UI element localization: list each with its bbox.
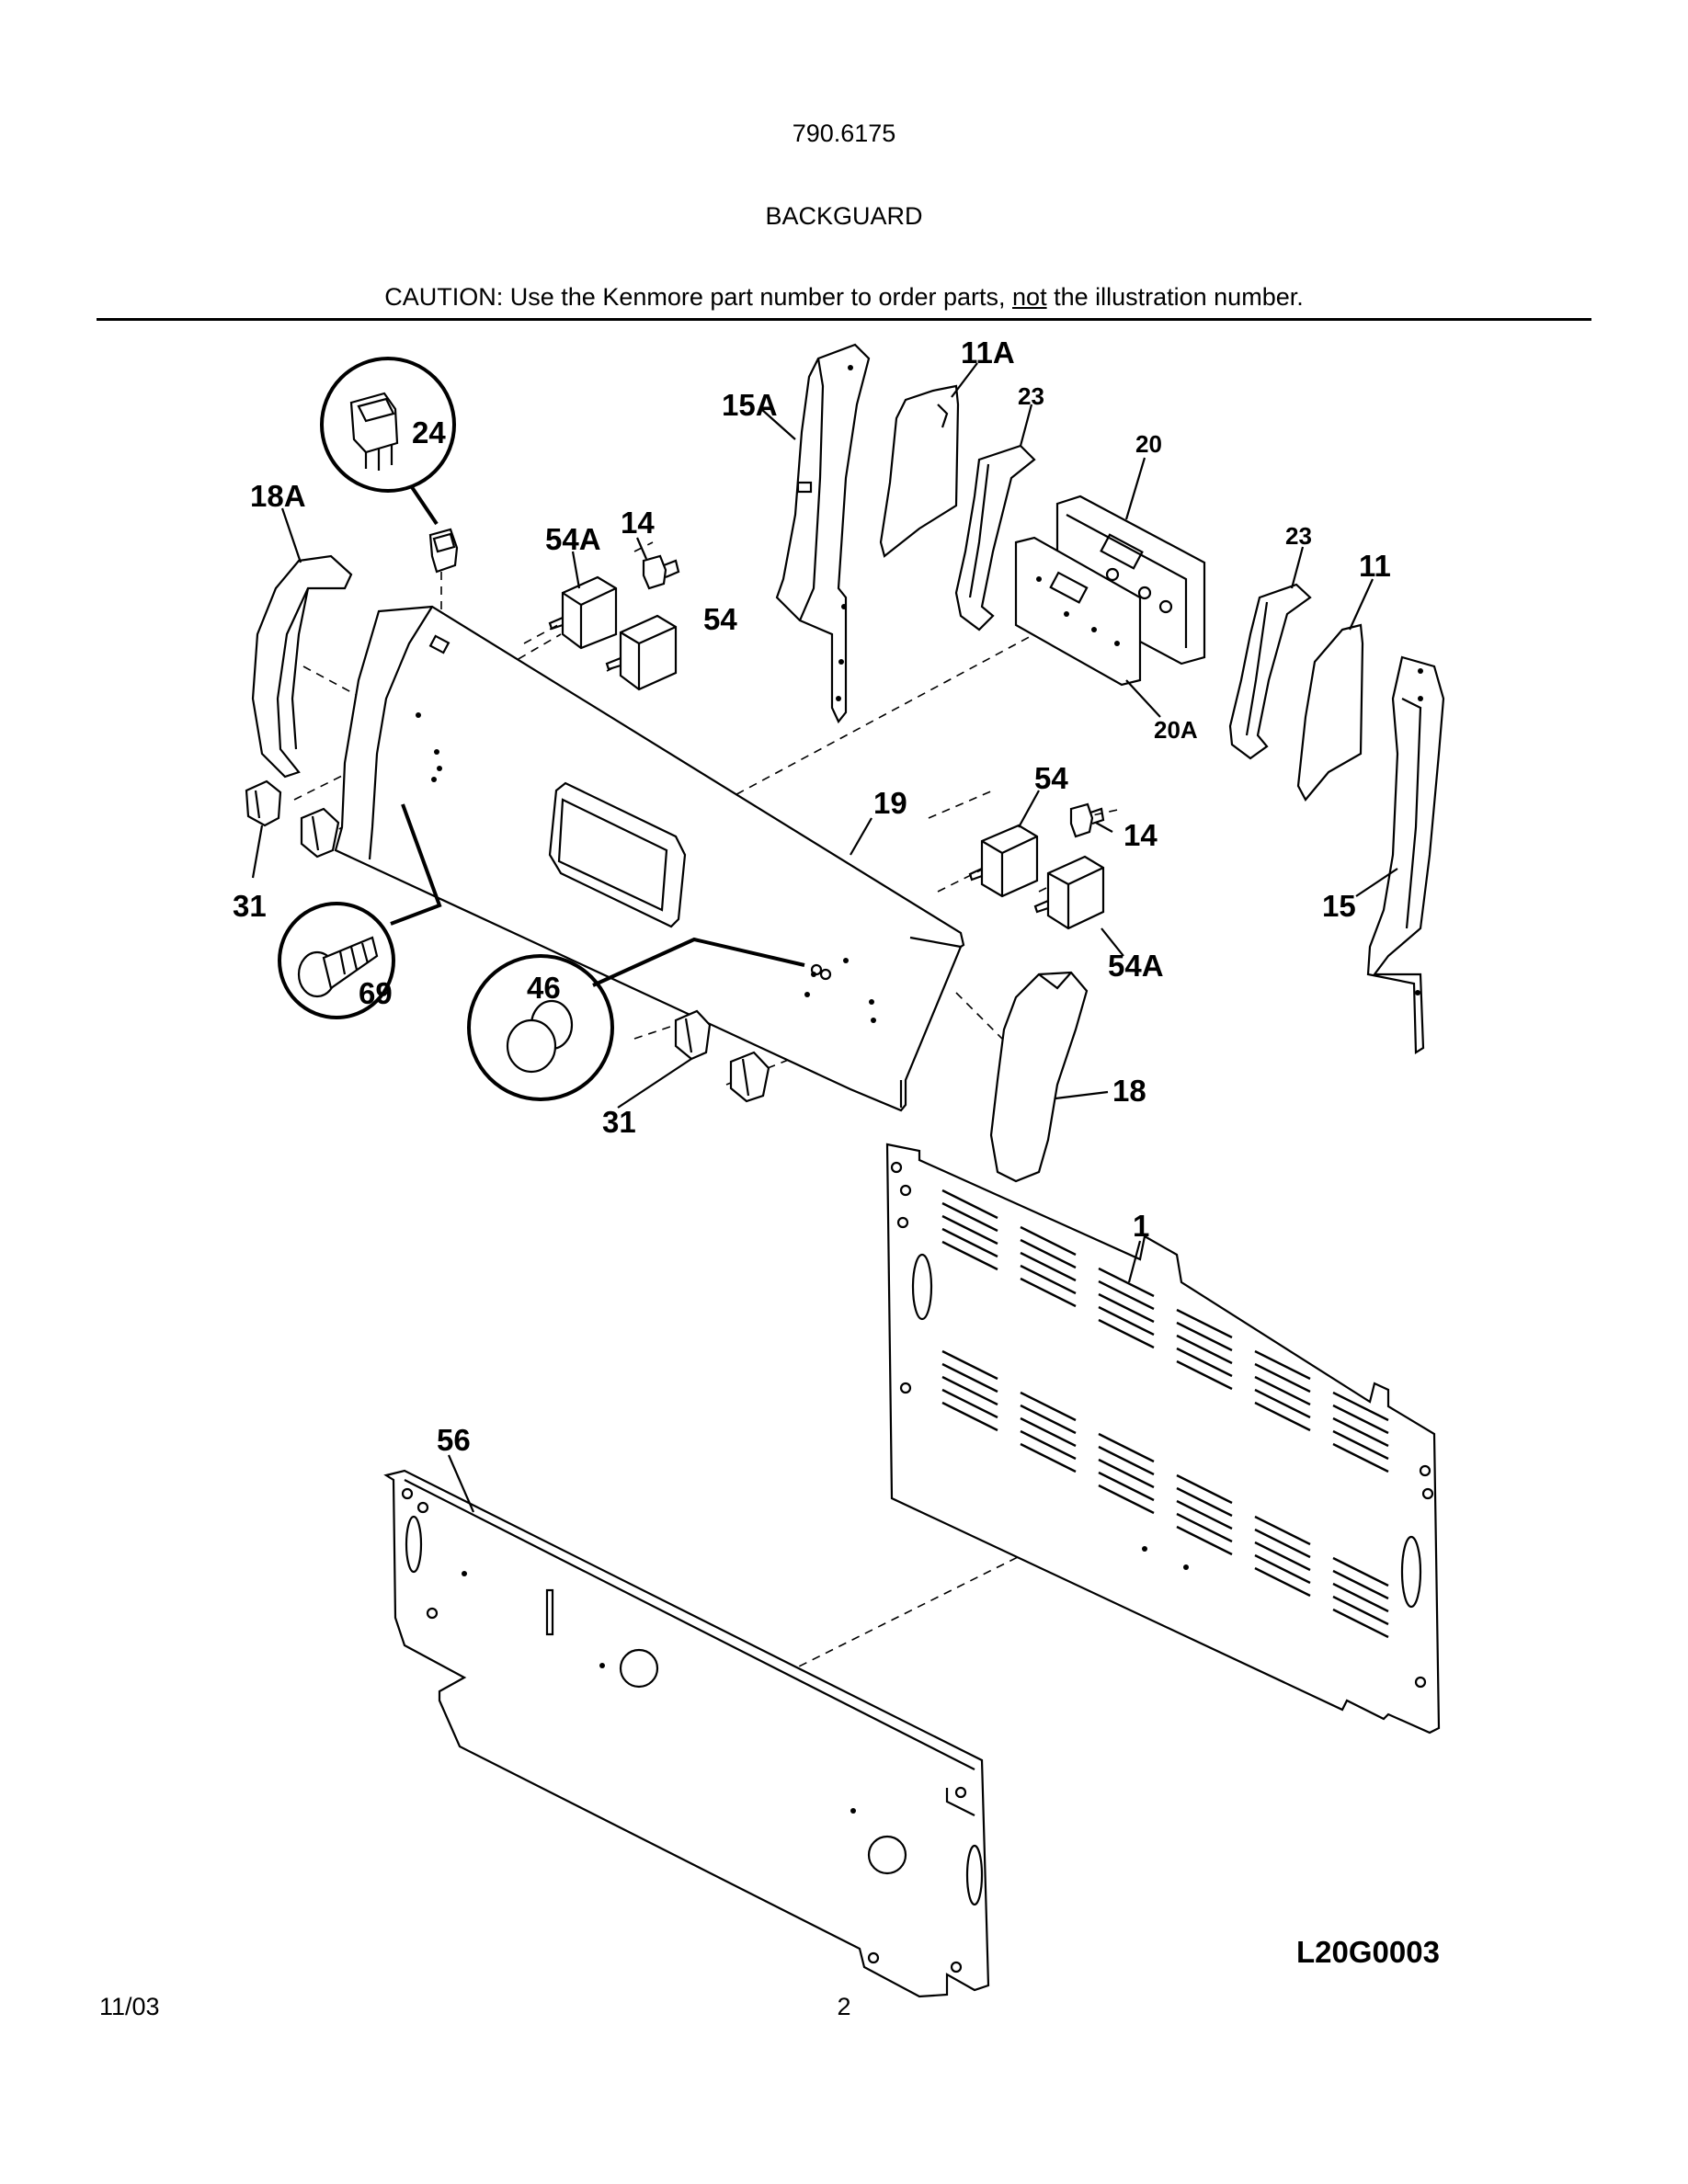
callout-14-right: 14 xyxy=(1123,818,1158,852)
part-69-screw xyxy=(278,803,442,1019)
callout-11a: 11A xyxy=(961,336,1015,370)
callout-1: 1 xyxy=(1133,1209,1149,1243)
callout-31-bottom: 31 xyxy=(602,1105,636,1139)
caution-suffix: the illustration number. xyxy=(1046,283,1304,311)
part-15-side-trim-right xyxy=(1366,655,1445,1054)
part-11a-side-bracket-left xyxy=(879,384,960,558)
part-46-spacer xyxy=(467,937,832,1101)
callout-15: 15 xyxy=(1322,889,1356,923)
part-54-infinite-switch-right xyxy=(968,824,1039,898)
caution-emphasis: not xyxy=(1012,283,1047,311)
part-15a-side-trim-left xyxy=(775,343,871,724)
part-23-trim-strip-right xyxy=(1228,583,1312,760)
callout-54a-right: 54A xyxy=(1108,949,1164,983)
part-18-right-end-cap xyxy=(989,971,1089,1183)
callout-23-left: 23 xyxy=(1018,382,1044,410)
part-24-rocker-switch xyxy=(320,357,459,574)
callout-46: 46 xyxy=(527,971,561,1005)
page-number: 2 xyxy=(837,1993,851,2020)
callout-31-left: 31 xyxy=(233,889,267,923)
part-54a-infinite-switch-right xyxy=(1033,855,1105,930)
part-11-side-bracket-right xyxy=(1296,623,1364,802)
callout-54-right: 54 xyxy=(1034,761,1068,795)
callout-23-right: 23 xyxy=(1285,522,1312,550)
callout-18a: 18A xyxy=(250,479,306,513)
callout-20a: 20A xyxy=(1154,716,1198,744)
part-20a-overlay xyxy=(1014,536,1142,687)
header-rule xyxy=(97,318,1591,321)
callout-20: 20 xyxy=(1135,430,1162,458)
callout-24: 24 xyxy=(412,415,446,449)
callout-54-top: 54 xyxy=(703,602,737,636)
part-31-knobs-left xyxy=(245,779,340,859)
revision-date: 11/03 xyxy=(99,1993,160,2020)
part-19-backguard-panel xyxy=(334,605,965,1112)
callout-15a: 15A xyxy=(722,388,778,422)
part-54a-infinite-switch-top xyxy=(548,575,618,650)
part-31-knobs-bottom xyxy=(674,1009,770,1103)
part-23-trim-strip-left xyxy=(954,444,1036,631)
caution-note: CAUTION: Use the Kenmore part number to … xyxy=(0,283,1688,312)
leader-lines xyxy=(251,362,1398,1513)
vent-slots xyxy=(941,1189,1389,1639)
part-56-mounting-bracket xyxy=(383,1469,990,1998)
caution-prefix: CAUTION: Use the Kenmore part number to … xyxy=(384,283,1013,311)
callout-19: 19 xyxy=(873,786,907,820)
part-54-infinite-switch-top xyxy=(605,614,678,691)
drawing-code: L20G0003 xyxy=(1296,1935,1440,1969)
callout-14-top: 14 xyxy=(621,506,655,540)
part-18a-left-end-cap xyxy=(251,554,353,779)
part-14-selector-switch-right xyxy=(1069,802,1105,838)
part-1-rear-panel xyxy=(885,1143,1441,1735)
part-14-selector-switch-top xyxy=(642,554,680,590)
callout-labels: 24 18A 54A 14 54 15A 11A 23 20 23 11 20A… xyxy=(233,336,1391,1457)
callout-69: 69 xyxy=(359,976,393,1010)
model-number: 790.6175 xyxy=(792,119,896,147)
callout-54a-top: 54A xyxy=(545,522,601,556)
callout-11: 11 xyxy=(1359,549,1391,583)
section-title: BACKGUARD xyxy=(765,202,923,230)
callout-18: 18 xyxy=(1112,1074,1146,1108)
callout-56: 56 xyxy=(437,1423,471,1457)
